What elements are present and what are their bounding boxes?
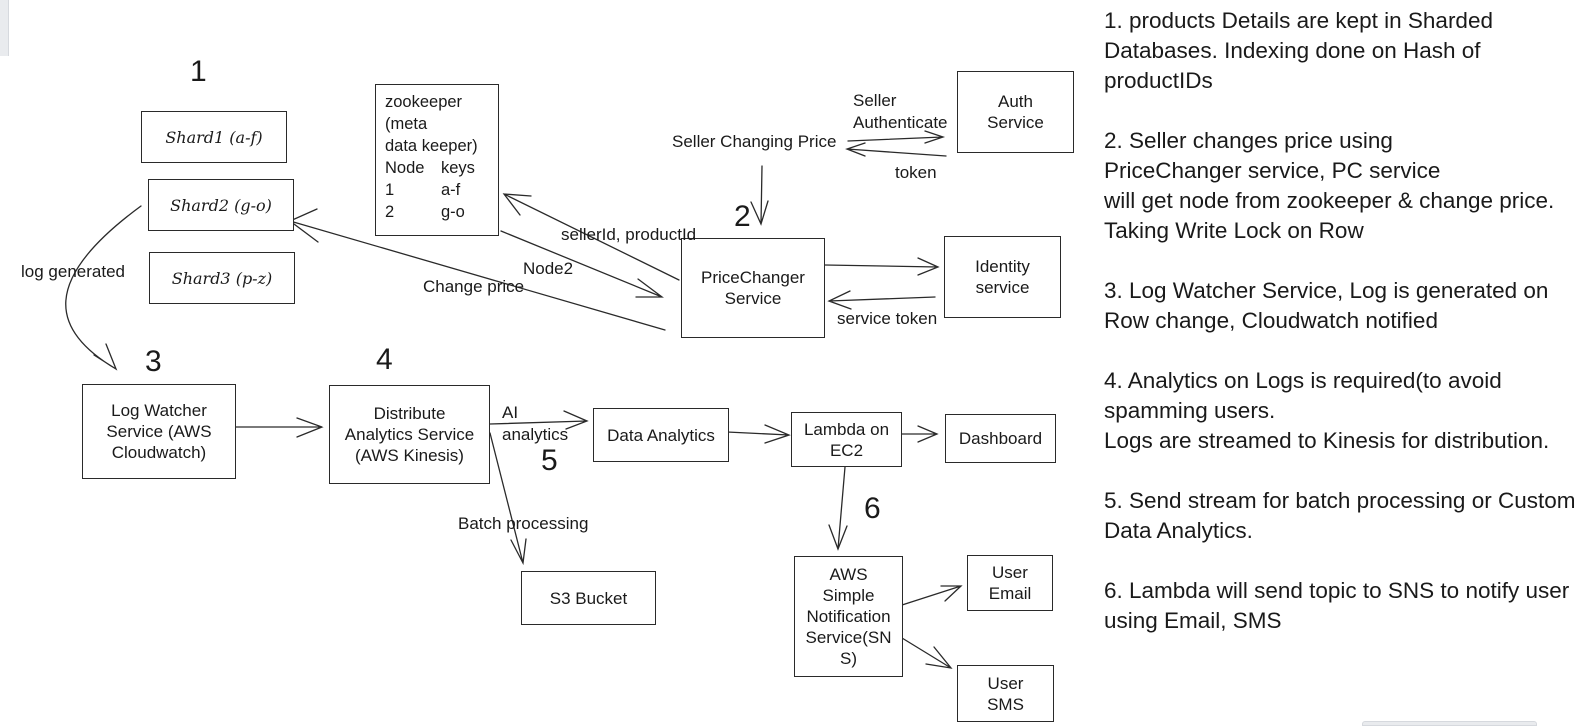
distribute-analytics-service-label: Distribute Analytics Service (AWS Kinesi… xyxy=(344,404,475,465)
zookeeper-row: 2 g-o xyxy=(385,201,478,223)
shard1-label: Shard1 (a-f) xyxy=(165,127,263,147)
shard2-box[interactable]: Shard2 (g-o) xyxy=(148,179,294,231)
dashboard-label: Dashboard xyxy=(958,429,1043,448)
note-1: 1. products Details are kept in Sharded … xyxy=(1104,8,1493,93)
arrow-zookeeper-to-pc xyxy=(500,230,664,298)
data-analytics-label: Data Analytics xyxy=(607,425,715,445)
step-number-4: 4 xyxy=(376,343,393,376)
arrow-identity-to-pc xyxy=(827,290,936,310)
sns-service-label: AWS Simple Notification Service(SN S) xyxy=(805,565,892,668)
service-token-label: service token xyxy=(837,309,938,328)
arrow-distribute-to-s3 xyxy=(489,432,527,566)
shard3-label: Shard3 (p-z) xyxy=(171,268,273,288)
dashboard-box[interactable]: Dashboard xyxy=(945,414,1056,463)
s3-bucket-box[interactable]: S3 Bucket xyxy=(521,571,656,625)
zookeeper-node-cell: 1 xyxy=(385,181,395,199)
arrow-seller-to-pricechanger xyxy=(750,165,769,226)
note-2: 2. Seller changes price using PriceChang… xyxy=(1104,128,1555,243)
price-changer-service-label: PriceChanger Service xyxy=(701,268,805,308)
note-6: 6. Lambda will send topic to SNS to noti… xyxy=(1104,578,1570,633)
arrow-pc-to-identity xyxy=(824,257,940,276)
user-sms-label: User SMS xyxy=(987,673,1024,714)
step-number-3: 3 xyxy=(145,345,162,378)
shard2-label: Shard2 (g-o) xyxy=(170,195,272,215)
zookeeper-box[interactable]: zookeeper (meta data keeper) Node keys 1 a… xyxy=(375,84,499,236)
arrow-to-auth xyxy=(847,130,946,144)
arrow-analytics-to-lambda xyxy=(726,424,791,444)
arrow-pc-to-zookeeper xyxy=(502,193,680,281)
arrow-log-generated xyxy=(65,205,142,371)
zookeeper-row: 1 a-f xyxy=(385,179,478,201)
user-email-label: User Email xyxy=(988,563,1032,603)
ai-analytics-label: AI analytics xyxy=(502,403,569,444)
zookeeper-header-keys: keys xyxy=(441,159,475,177)
seller-changing-price-label: Seller Changing Price xyxy=(672,132,837,151)
zookeeper-keys-cell: g-o xyxy=(441,203,465,221)
zookeeper-title: zookeeper (meta data keeper) xyxy=(385,93,478,155)
sns-service-box[interactable]: AWS Simple Notification Service(SN S) xyxy=(794,556,903,677)
left-edge-tab xyxy=(0,0,9,56)
price-changer-service-box[interactable]: PriceChanger Service xyxy=(681,238,825,338)
seller-product-label: sellerId, productId xyxy=(561,225,697,244)
arrow-sns-to-email xyxy=(901,585,963,606)
arrow-lambda-to-dashboard xyxy=(896,425,939,443)
arrow-distribute-to-analytics xyxy=(489,410,589,430)
node2-label: Node2 xyxy=(523,259,574,278)
zookeeper-content: zookeeper (meta data keeper) Node keys 1 a… xyxy=(385,91,478,223)
log-generated-label: log generated xyxy=(21,262,125,281)
token-label: token xyxy=(895,163,937,182)
arrow-token xyxy=(845,142,947,157)
notes-panel: 1. products Details are kept in Sharded … xyxy=(1104,6,1579,666)
change-price-label: Change price xyxy=(423,277,525,296)
distribute-analytics-service-box[interactable]: Distribute Analytics Service (AWS Kinesi… xyxy=(329,385,490,484)
arrow-lambda-to-sns xyxy=(828,466,848,551)
auth-service-label: Auth Service xyxy=(987,92,1044,132)
user-sms-box[interactable]: User SMS xyxy=(957,665,1054,722)
zookeeper-keys-cell: a-f xyxy=(441,181,461,199)
identity-service-label: Identity service xyxy=(975,257,1030,297)
log-watcher-service-label: Log Watcher Service (AWS Cloudwatch) xyxy=(106,401,212,462)
step-number-2: 2 xyxy=(734,200,751,233)
step-number-1: 1 xyxy=(190,55,207,88)
lambda-ec2-label: Lambda on EC2 xyxy=(803,419,890,460)
note-3: 3. Log Watcher Service, Log is generated… xyxy=(1104,278,1549,333)
shard1-box[interactable]: Shard1 (a-f) xyxy=(141,111,287,163)
zookeeper-header-row: Node keys xyxy=(385,157,478,179)
note-5: 5. Send stream for batch processing or C… xyxy=(1104,488,1576,543)
lambda-ec2-box[interactable]: Lambda on EC2 xyxy=(791,412,902,467)
identity-service-box[interactable]: Identity service xyxy=(944,236,1061,318)
auth-service-box[interactable]: Auth Service xyxy=(957,71,1074,153)
shard3-box[interactable]: Shard3 (p-z) xyxy=(149,252,295,304)
batch-processing-label: Batch processing xyxy=(458,514,589,533)
data-analytics-box[interactable]: Data Analytics xyxy=(593,408,729,462)
s3-bucket-label: S3 Bucket xyxy=(549,588,628,608)
zookeeper-header-node: Node xyxy=(385,159,425,177)
log-watcher-service-box[interactable]: Log Watcher Service (AWS Cloudwatch) xyxy=(82,384,236,479)
step-number-5: 5 xyxy=(541,444,558,477)
zookeeper-node-cell: 2 xyxy=(385,203,395,221)
arrow-sns-to-sms xyxy=(901,637,953,669)
arrow-logwatcher-to-distribute xyxy=(234,417,324,438)
user-email-box[interactable]: User Email xyxy=(967,555,1053,611)
note-4: 4. Analytics on Logs is required(to avoi… xyxy=(1104,368,1550,453)
seller-authenticate-label: Seller Authenticate xyxy=(853,91,948,132)
step-number-6: 6 xyxy=(864,492,881,525)
